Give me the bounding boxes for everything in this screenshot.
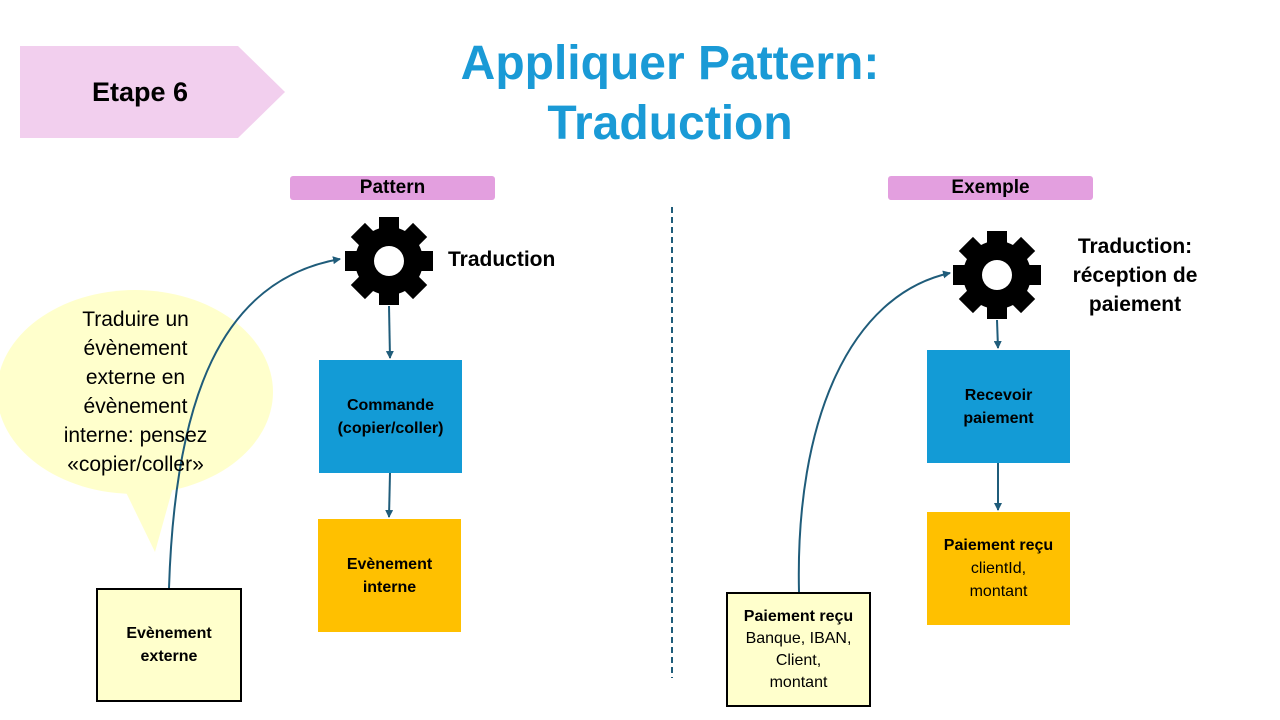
example-external-event-title: Paiement reçu [743, 607, 854, 625]
example-external-event-box: Paiement reçu Banque, IBAN, Client, mont… [726, 592, 871, 707]
example-external-event-line: Client, [775, 651, 822, 669]
example-section-label: Exemple [888, 176, 1093, 200]
gear-icon [345, 217, 433, 305]
example-internal-event-line: montant [969, 583, 1028, 600]
title-line-2: Traduction [547, 97, 793, 150]
step-tag-shape [20, 46, 285, 138]
speech-bubble [0, 290, 273, 552]
bubble-line: «copier/coller» [67, 453, 204, 476]
internal-event-box: Evènement interne [318, 519, 461, 632]
pattern-gear-label: Traduction [448, 248, 556, 271]
bubble-text: Traduire un évènement externe en évèneme… [38, 305, 233, 479]
internal-event-line: Evènement [346, 555, 433, 573]
example-gear-label-line: réception de [1072, 264, 1198, 287]
title-line-1: Appliquer Pattern: [460, 37, 880, 90]
example-internal-event-box: Paiement reçu clientId, montant [927, 512, 1070, 625]
bubble-line: externe en [85, 366, 186, 389]
arrow [385, 472, 394, 518]
bubble-line: évènement [83, 395, 188, 418]
example-gear-label: Traduction: réception de paiement [1055, 232, 1215, 319]
page-title: Appliquer Pattern: Traduction [400, 34, 940, 154]
gear-icon [953, 231, 1041, 319]
bubble-line: Traduire un [82, 308, 189, 331]
example-internal-event-title: Paiement reçu [943, 537, 1054, 554]
example-external-event-line: montant [769, 673, 828, 691]
arrow [168, 256, 341, 589]
example-command-line: Recevoir [964, 386, 1033, 404]
external-event-box: Evènement externe [96, 588, 242, 702]
internal-event-line: interne [362, 578, 417, 596]
example-command-box: Recevoir paiement [927, 350, 1070, 463]
external-event-line: externe [140, 648, 198, 665]
command-box: Commande (copier/coller) [319, 360, 462, 473]
arrow [993, 319, 1002, 349]
bubble-line: évènement [83, 337, 188, 360]
example-external-event-line: Banque, IBAN, [745, 629, 852, 647]
bubble-line: interne: pensez [63, 424, 208, 447]
example-gear-label-line: Traduction: [1077, 235, 1193, 258]
example-command-line: paiement [963, 409, 1034, 427]
command-line: (copier/coller) [337, 419, 444, 437]
arrow [385, 305, 394, 359]
external-event-line: Evènement [126, 625, 212, 642]
example-internal-event-line: clientId, [970, 560, 1027, 577]
step-label: Etape 6 [91, 76, 189, 107]
example-gear-label-line: paiement [1088, 293, 1182, 316]
arrow [797, 270, 951, 593]
pattern-section-label: Pattern [290, 176, 495, 200]
command-line: Commande [346, 396, 435, 414]
